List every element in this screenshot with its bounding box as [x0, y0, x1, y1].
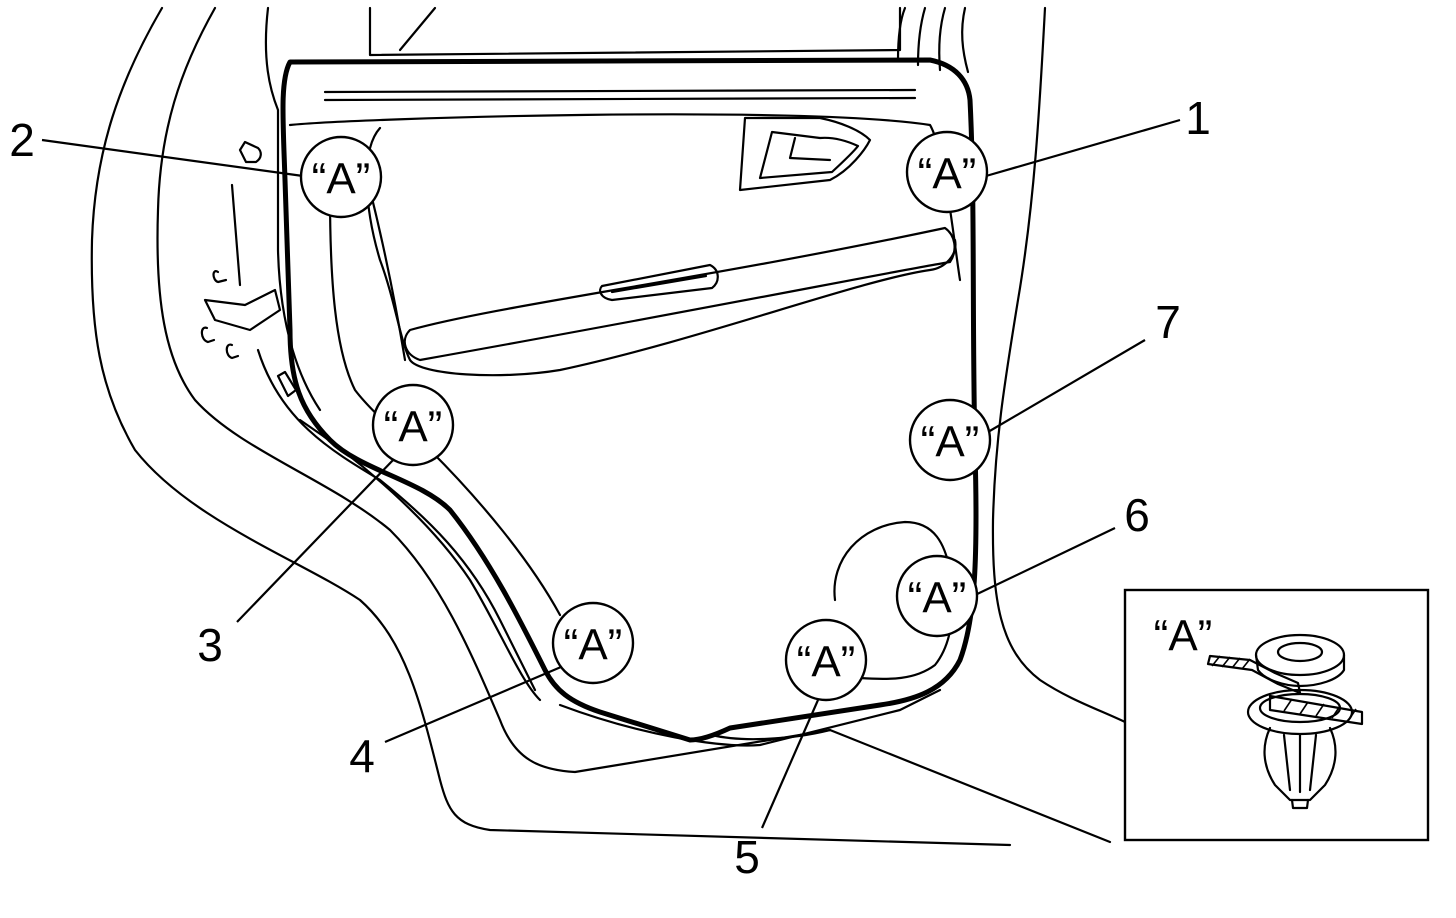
- leader-line-6: [972, 527, 1116, 597]
- door-jamb-features: [200, 140, 298, 398]
- callout-a-5-label: “A”: [797, 638, 856, 687]
- inset-label: “A”: [1154, 612, 1213, 661]
- clip-detail-inset: “A”: [1123, 588, 1430, 842]
- callout-a-5: “A”: [784, 618, 868, 702]
- callout-a-6-label: “A”: [908, 574, 967, 623]
- callout-a-1-label: “A”: [918, 150, 977, 199]
- vehicle-body-outline: [90, 6, 1127, 847]
- callout-a-7: “A”: [908, 398, 992, 482]
- callout-a-3-label: “A”: [384, 403, 443, 452]
- callout-numbers: 1 2 3 4 5 6 7: [9, 92, 1211, 883]
- callout-number-7: 7: [1155, 296, 1181, 348]
- callout-number-2: 2: [9, 114, 35, 166]
- leader-line-5: [760, 699, 820, 829]
- callout-a-4: “A”: [551, 601, 635, 685]
- callout-a-3: “A”: [371, 383, 455, 467]
- callout-number-5: 5: [734, 831, 760, 883]
- clip-fastener: [1246, 633, 1354, 810]
- callout-number-4: 4: [349, 730, 375, 782]
- callout-number-3: 3: [197, 619, 223, 671]
- panel-section-hatch: [1206, 654, 1364, 726]
- callout-a-4-label: “A”: [564, 621, 623, 670]
- leader-line-2: [41, 138, 304, 178]
- leader-line-4: [384, 662, 569, 744]
- callout-a-2-label: “A”: [312, 155, 371, 204]
- callout-a-2: “A”: [299, 135, 383, 219]
- leader-line-1: [985, 118, 1181, 178]
- leader-line-7: [987, 339, 1146, 433]
- leader-lines: [41, 118, 1181, 829]
- leader-line-3: [236, 457, 396, 623]
- callout-a-6: “A”: [895, 554, 979, 638]
- callout-number-1: 1: [1185, 92, 1211, 144]
- door-trim-panel: [280, 57, 979, 743]
- callout-a-7-label: “A”: [921, 418, 980, 467]
- callout-a-1: “A”: [905, 130, 989, 214]
- callout-number-6: 6: [1124, 489, 1150, 541]
